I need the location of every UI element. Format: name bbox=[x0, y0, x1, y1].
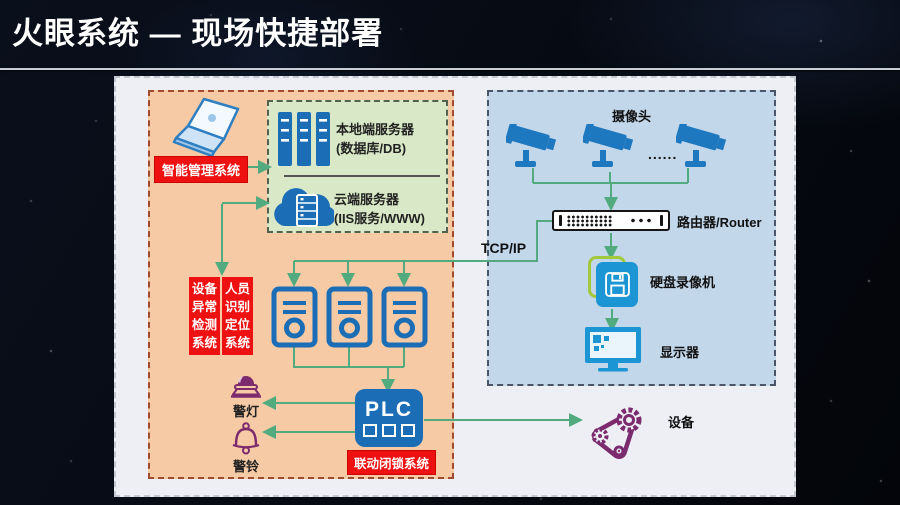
plc-label: PLC bbox=[365, 398, 413, 421]
monitor-label: 显示器 bbox=[660, 345, 700, 360]
router-label: 路由器/Router bbox=[677, 215, 762, 230]
cctv-camera-icon bbox=[506, 124, 557, 167]
monitor-icon bbox=[585, 327, 641, 372]
cctv-camera-icon bbox=[583, 124, 634, 167]
tower-pc-icon bbox=[381, 286, 428, 348]
plc-io-squares bbox=[363, 424, 415, 437]
bell-icon bbox=[232, 422, 260, 455]
cloud-server-label: 云端服务器 (IIS服务/WWW) bbox=[334, 192, 425, 226]
server-rack-icon bbox=[278, 112, 330, 166]
device-anomaly-system-box: 设备 异常 检测 系统 bbox=[189, 277, 220, 355]
management-system-label: 智能管理系统 bbox=[154, 156, 249, 183]
equipment-label: 设备 bbox=[668, 415, 695, 430]
siren-icon bbox=[231, 376, 261, 398]
server-box-divider bbox=[284, 175, 440, 177]
router-icon bbox=[552, 210, 670, 231]
alarm-light-label: 警灯 bbox=[232, 404, 259, 419]
dvr-icon bbox=[596, 262, 638, 307]
local-server-label: 本地端服务器 (数据库/DB) bbox=[336, 122, 415, 156]
alarm-bell-label: 警铃 bbox=[232, 459, 259, 474]
person-locating-system-box: 人员 识别 定位 系统 bbox=[222, 277, 253, 355]
floppy-disk-icon bbox=[604, 272, 630, 297]
tower-pc-icon bbox=[326, 286, 373, 348]
title-divider bbox=[0, 68, 900, 70]
starfield-background bbox=[0, 0, 2, 2]
laptop-icon bbox=[172, 97, 240, 158]
camera-ellipsis: ...... bbox=[648, 146, 678, 162]
page-title: 火眼系统 — 现场快捷部署 bbox=[12, 16, 384, 51]
dvr-label: 硬盘录像机 bbox=[650, 275, 716, 290]
cctv-camera-icon bbox=[676, 124, 727, 167]
gear-belt-icon bbox=[591, 407, 642, 459]
cloud-server-icon bbox=[274, 188, 334, 227]
plc-box: PLC bbox=[355, 389, 423, 447]
camera-group-label: 摄像头 bbox=[611, 109, 651, 124]
tcpip-label: TCP/IP bbox=[481, 240, 527, 256]
interlock-system-label: 联动闭锁系统 bbox=[347, 450, 437, 475]
tower-pc-icon bbox=[271, 286, 318, 348]
